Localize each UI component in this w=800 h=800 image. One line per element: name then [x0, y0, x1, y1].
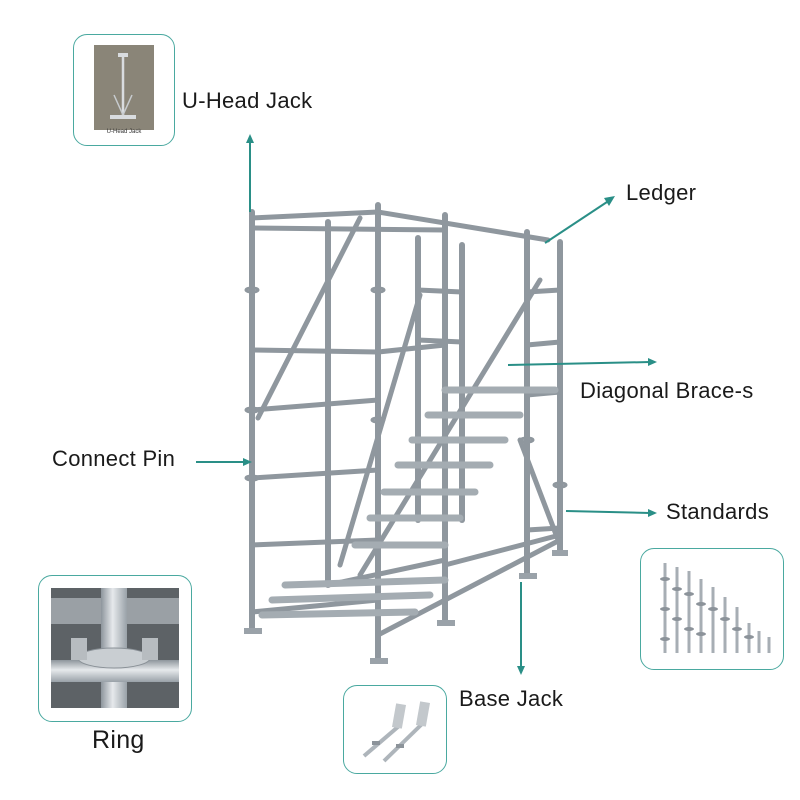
base-platform: [258, 576, 449, 619]
ring-thumbnail: [38, 575, 192, 722]
u-head-jack-caption: U-Head Jack: [106, 129, 142, 135]
ring-image: [51, 588, 179, 708]
base-plates: [244, 550, 568, 664]
arrow-diagonal: [507, 358, 657, 366]
arrow-standards: [565, 509, 657, 517]
diagonal-braces: [255, 215, 563, 578]
label-ledger: Ledger: [626, 180, 697, 205]
u-head-jack-image: [94, 45, 154, 130]
arrow-u-head: [246, 134, 254, 212]
callout-arrows: [196, 134, 657, 675]
standards-group: [249, 202, 563, 663]
base-jack-image: [362, 701, 431, 763]
standards-thumbnail: [640, 548, 784, 670]
arrow-base-jack: [517, 582, 525, 675]
label-base-jack: Base Jack: [459, 686, 564, 711]
u-head-jack-thumbnail: U-Head Jack: [73, 34, 175, 146]
label-diagonal-brace: Diagonal Brace-s: [580, 378, 754, 403]
arrow-connect-pin: [196, 458, 252, 466]
label-standards: Standards: [666, 499, 769, 524]
standards-image: [660, 563, 771, 653]
stair-treads: [351, 386, 559, 549]
base-jack-thumbnail: [343, 685, 447, 774]
label-ring: Ring: [92, 726, 145, 754]
label-connect-pin: Connect Pin: [52, 446, 176, 471]
rosette-rings: [244, 286, 568, 489]
ledgers-group: [249, 209, 563, 638]
label-u-head-jack: U-Head Jack: [182, 88, 313, 113]
arrow-ledger: [544, 196, 615, 244]
scaffold-frame: [244, 202, 568, 664]
